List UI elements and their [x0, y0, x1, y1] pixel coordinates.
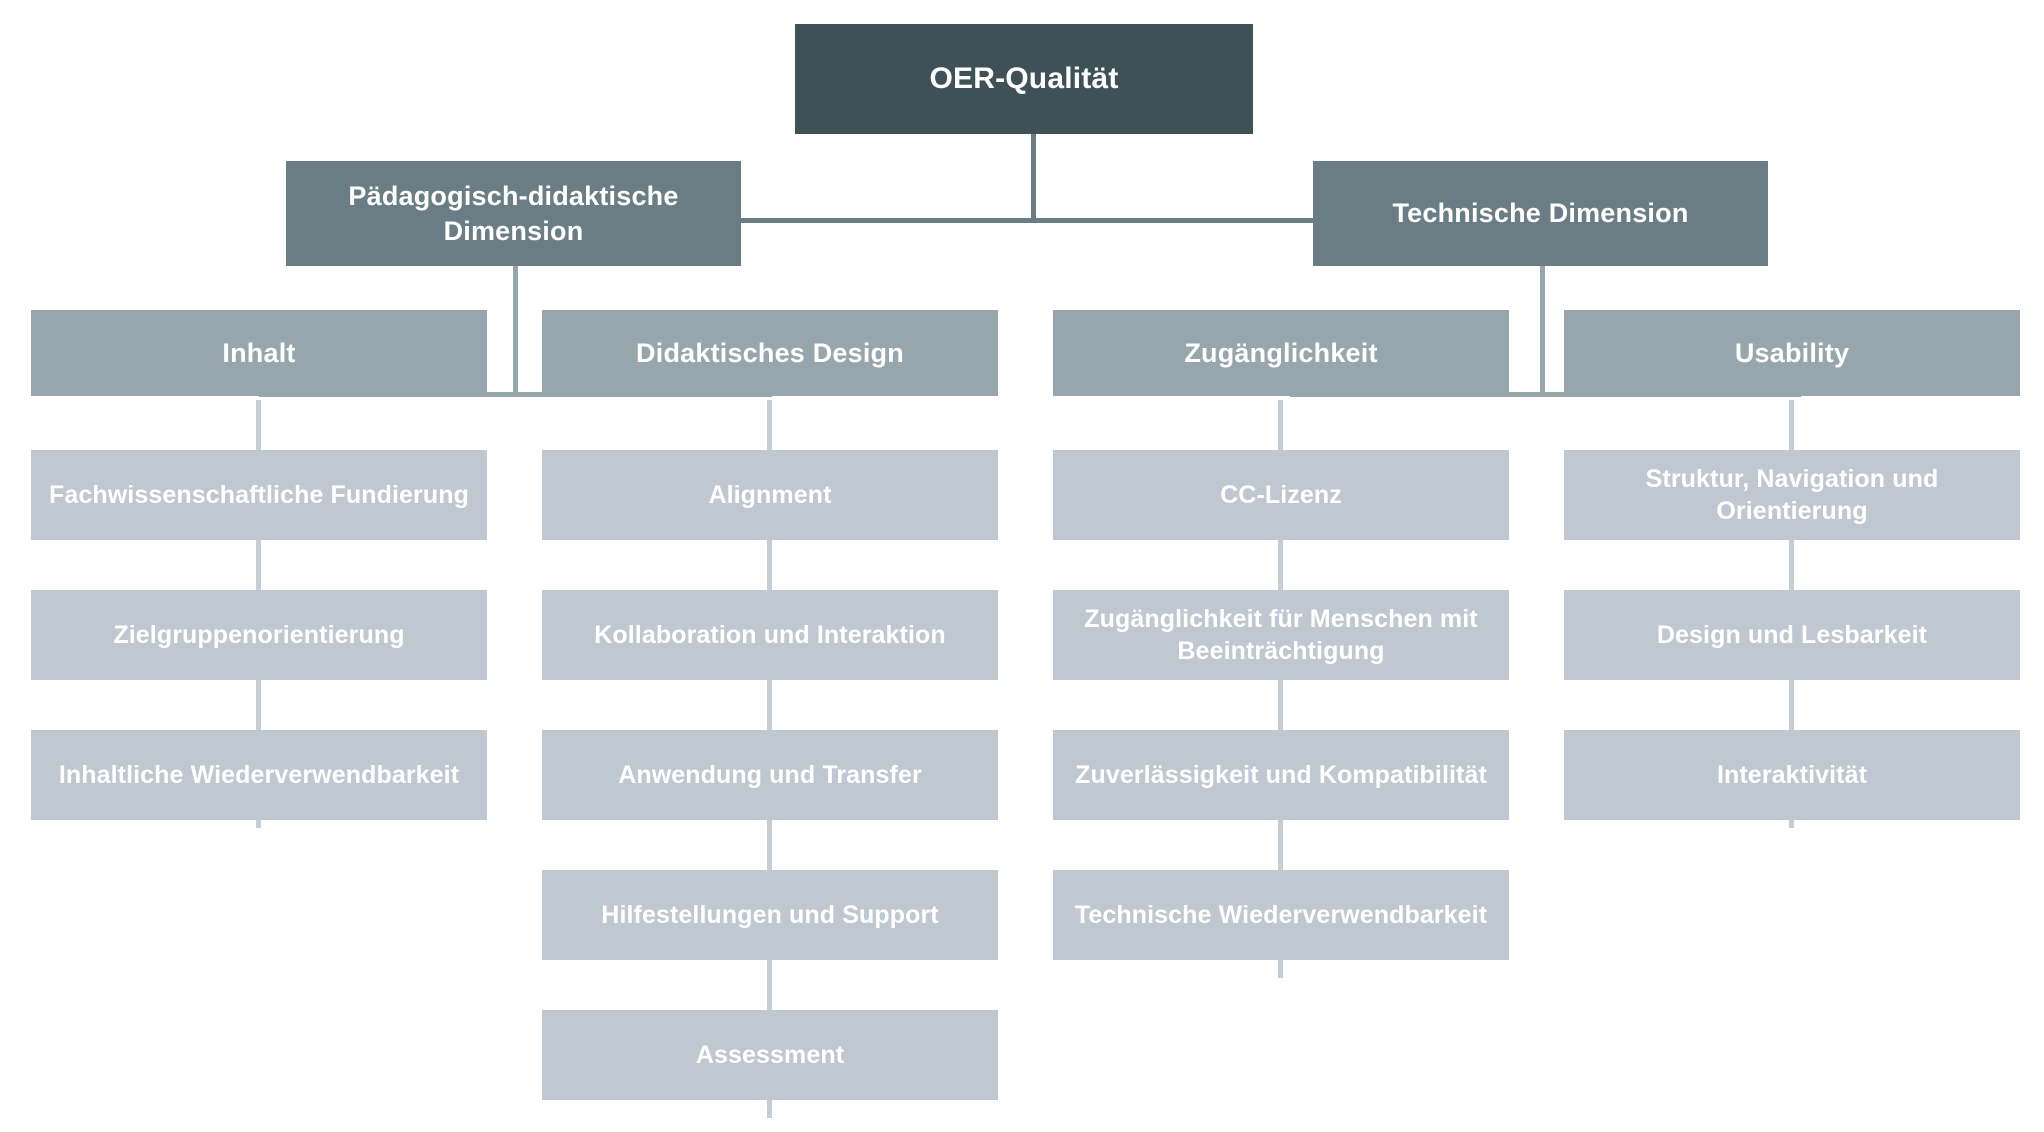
node-struktur-navigation-und-orientierung[interactable]: Struktur, Navigation und Orientierung — [1564, 450, 2020, 540]
connector-dim2-children-bar — [1290, 392, 1801, 397]
connector-col3-spine — [1278, 400, 1283, 978]
connector-dim2-down — [1540, 266, 1545, 396]
node-inhalt[interactable]: Inhalt — [31, 310, 487, 396]
node-hilfestellungen-und-support[interactable]: Hilfestellungen und Support — [542, 870, 998, 960]
node-interaktivitaet[interactable]: Interaktivität — [1564, 730, 2020, 820]
node-fachwissenschaftliche-fundierung[interactable]: Fachwissenschaftliche Fundierung — [31, 450, 487, 540]
connector-root-down — [1031, 134, 1036, 222]
node-design-und-lesbarkeit[interactable]: Design und Lesbarkeit — [1564, 590, 2020, 680]
node-technische-dimension[interactable]: Technische Dimension — [1313, 161, 1768, 266]
node-anwendung-und-transfer[interactable]: Anwendung und Transfer — [542, 730, 998, 820]
node-usability[interactable]: Usability — [1564, 310, 2020, 396]
node-zielgruppenorientierung[interactable]: Zielgruppenorientierung — [31, 590, 487, 680]
node-technische-wiederverwendbarkeit[interactable]: Technische Wiederverwendbarkeit — [1053, 870, 1509, 960]
node-zuverlaessigkeit-und-kompatibilitaet[interactable]: Zuverlässigkeit und Kompatibilität — [1053, 730, 1509, 820]
node-kollaboration-und-interaktion[interactable]: Kollaboration und Interaktion — [542, 590, 998, 680]
node-zugaenglichkeit[interactable]: Zugänglichkeit — [1053, 310, 1509, 396]
node-oer-qualitaet[interactable]: OER-Qualität — [795, 24, 1253, 134]
node-cc-lizenz[interactable]: CC-Lizenz — [1053, 450, 1509, 540]
connector-dim1-down — [513, 266, 518, 396]
node-assessment[interactable]: Assessment — [542, 1010, 998, 1100]
node-paedagogisch-didaktische-dimension[interactable]: Pädagogisch-didaktische Dimension — [286, 161, 741, 266]
node-alignment[interactable]: Alignment — [542, 450, 998, 540]
node-didaktisches-design[interactable]: Didaktisches Design — [542, 310, 998, 396]
node-zugaenglichkeit-fuer-menschen-mit-beeintraechtigung[interactable]: Zugänglichkeit für Menschen mit Beeinträ… — [1053, 590, 1509, 680]
connector-dim1-children-bar — [259, 392, 772, 397]
node-inhaltliche-wiederverwendbarkeit[interactable]: Inhaltliche Wiederverwendbarkeit — [31, 730, 487, 820]
connector-dimension-spine — [737, 218, 1338, 223]
